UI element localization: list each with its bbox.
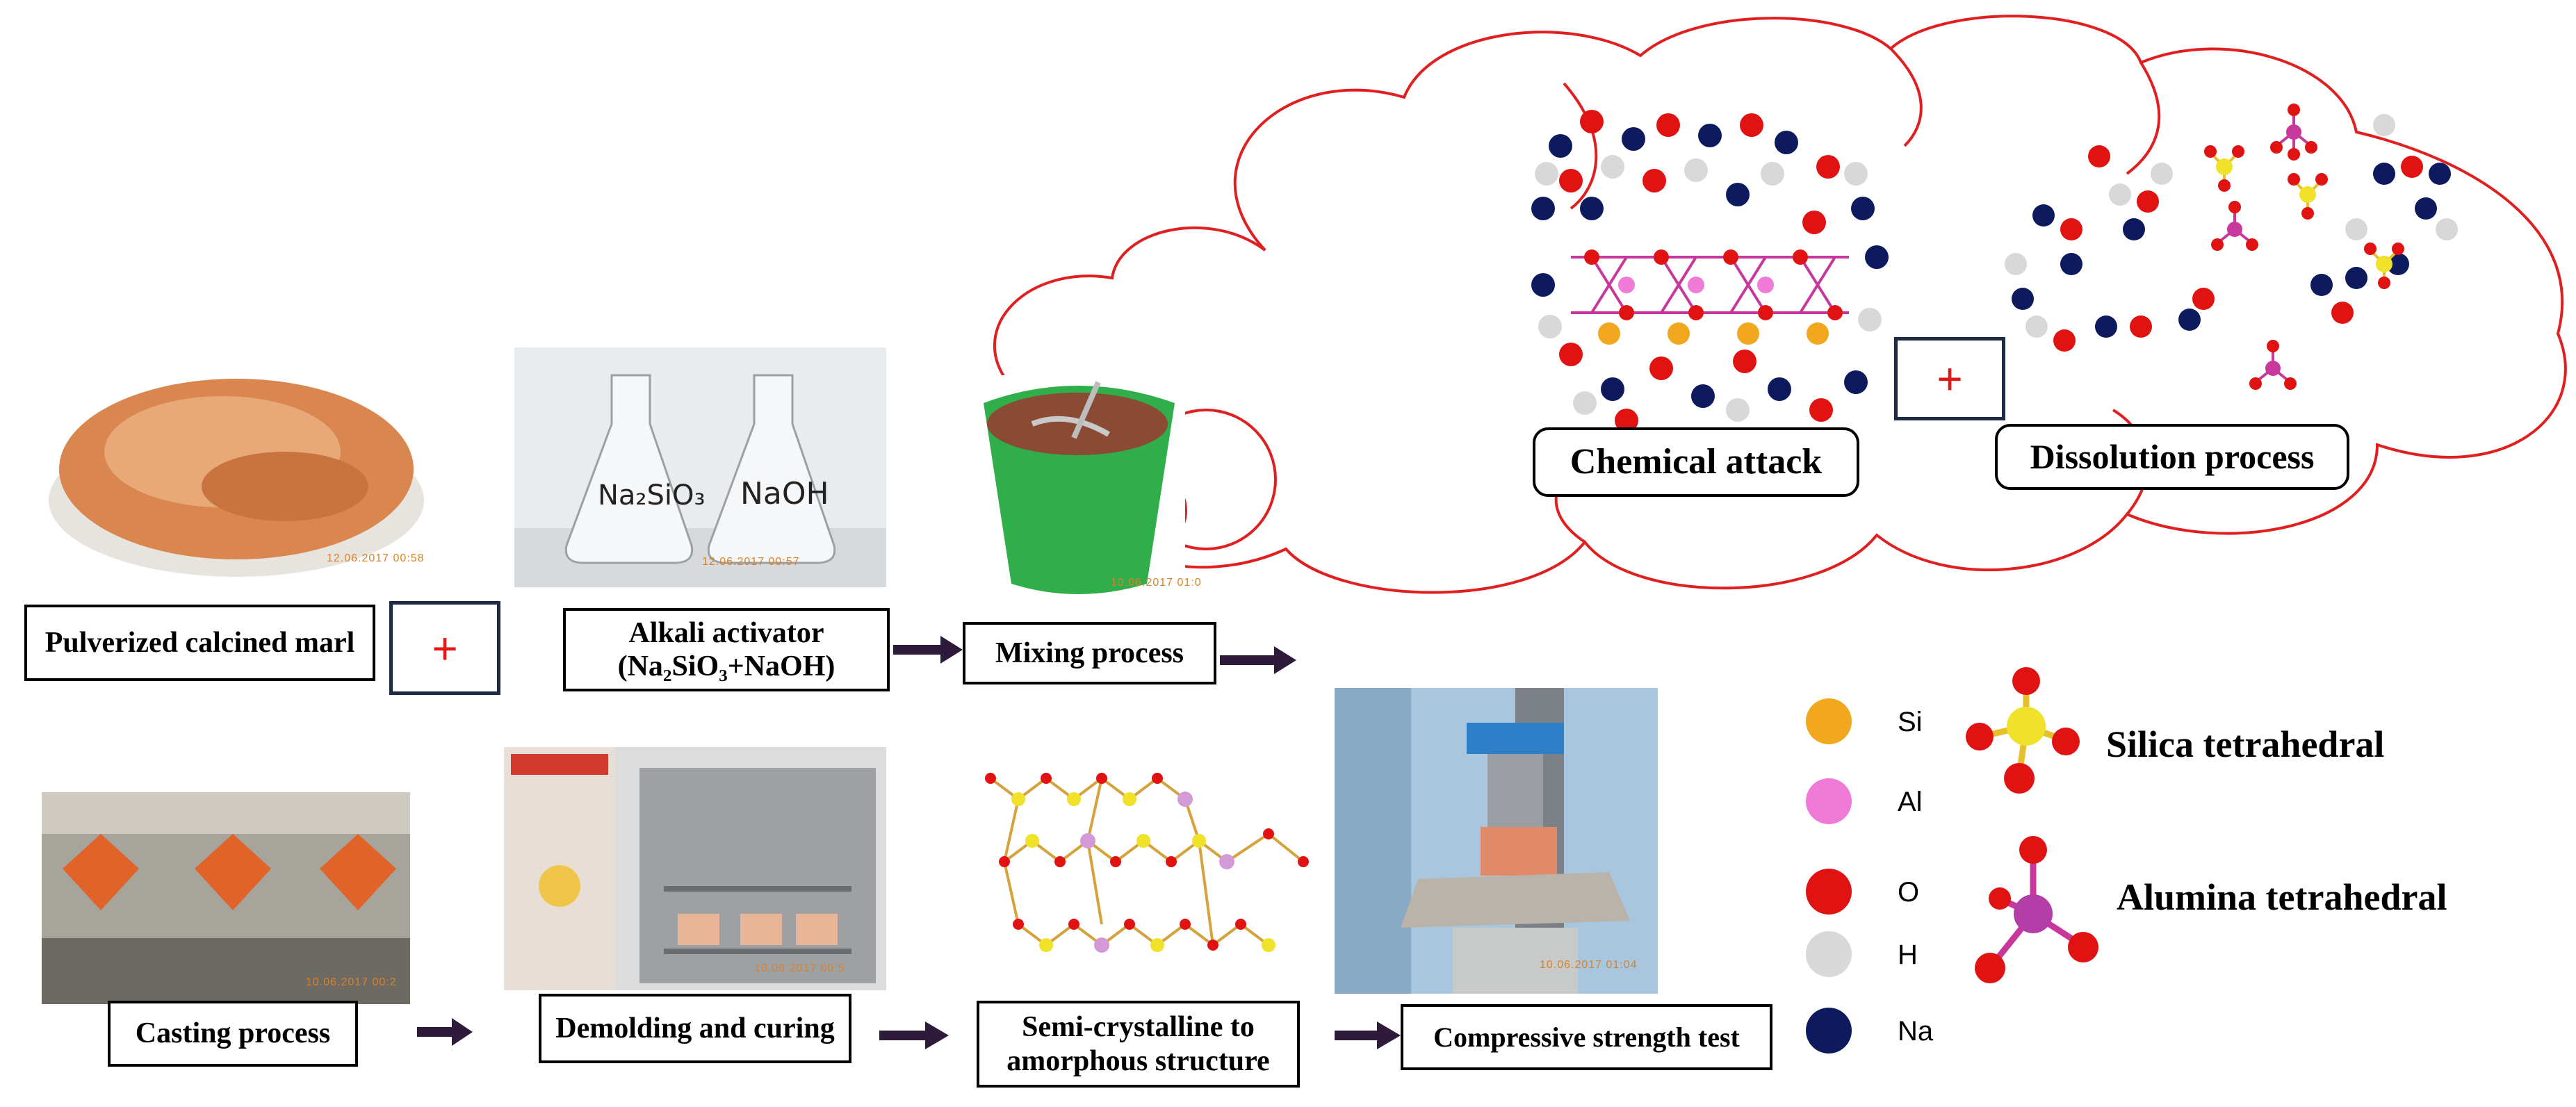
legend-label-h: H (1898, 940, 1918, 970)
timestamp-flasks: 12.06.2017 00:57 (702, 556, 800, 568)
semi-crystalline-box: Semi-crystalline to amorphous structure (977, 1001, 1300, 1088)
casting-process-box: Casting process (108, 1001, 358, 1067)
legend-dot-o (1806, 869, 1852, 915)
pulverized-calcined-marl-box: Pulverized calcined marl (24, 605, 375, 681)
legend-label-si: Si (1898, 707, 1923, 737)
flask-label-sodium-hydroxide: NaOH (740, 476, 829, 511)
alkali-activator-box: Alkali activator (Na₂SiO₃+NaOH) (563, 608, 890, 691)
mixing-process-box: Mixing process (963, 622, 1216, 684)
cloud-inner-curve-2 (1889, 47, 1923, 147)
dissolution-cluster (2005, 104, 2458, 390)
legend-dot-si (1806, 698, 1852, 744)
photo-calcined-marl-powder (21, 347, 459, 577)
photo-mixing-bowl (970, 375, 1185, 601)
legend-dot-h (1806, 931, 1852, 977)
alumina-tetrahedral-icon (1975, 836, 2098, 983)
legend-dot-na (1806, 1008, 1852, 1053)
geopolymer-network-structure (985, 773, 1309, 953)
alumina-tetrahedral-label: Alumina tetrahedral (2117, 876, 2447, 918)
legend-label-al: Al (1898, 787, 1923, 817)
silica-tetrahedral-label: Silica tetrahedral (2106, 723, 2385, 765)
compressive-strength-box: Compressive strength test (1401, 1004, 1772, 1070)
cloud-inner-curve-1 (1563, 82, 1598, 210)
arrow-semi-to-compressive (1335, 1022, 1401, 1049)
alkali-activator-formula: (Na₂SiO₃+NaOH) (617, 650, 835, 682)
cloud-inner-curve-3 (2126, 61, 2161, 175)
timestamp-oven: 10.06.2017 00:5 (754, 962, 845, 974)
arrow-casting-to-demolding (417, 1018, 473, 1046)
photo-curing-oven (504, 747, 886, 990)
chemical-attack-label: Chemical attack (1533, 427, 1859, 497)
semi-crystalline-line2: amorphous structure (1006, 1044, 1270, 1077)
timestamp-press: 10.06.2017 01:04 (1540, 959, 1638, 971)
bubble-plus-box: + (1894, 337, 2005, 420)
silica-tetrahedral-icon (1966, 667, 2080, 794)
timestamp-powder: 12.06.2017 00:58 (327, 552, 425, 564)
legend-dot-al (1806, 778, 1852, 824)
photo-compression-press (1335, 688, 1658, 994)
photo-activator-flasks (514, 347, 886, 587)
arrow-demolding-to-semi (879, 1022, 949, 1049)
legend-label-o: O (1898, 877, 1920, 908)
arrow-alkali-to-mixing (893, 636, 963, 664)
legend-label-na: Na (1898, 1016, 1934, 1047)
timestamp-casting: 10.06.2017 00:2 (306, 976, 397, 988)
timestamp-mixing: 10.06.2017 01:0 (1111, 577, 1202, 589)
chemical-attack-cluster (1531, 110, 1889, 431)
dissolution-process-label: Dissolution process (1995, 424, 2349, 490)
arrow-mixing-out (1220, 646, 1296, 674)
demolding-curing-box: Demolding and curing (539, 994, 851, 1063)
photo-casting-molds (42, 792, 410, 1004)
flask-label-sodium-silicate: Na₂SiO₃ (598, 479, 706, 511)
ingredients-plus-box: + (389, 601, 500, 695)
semi-crystalline-line1: Semi-crystalline to (1022, 1011, 1255, 1044)
alkali-activator-title: Alkali activator (628, 616, 824, 649)
